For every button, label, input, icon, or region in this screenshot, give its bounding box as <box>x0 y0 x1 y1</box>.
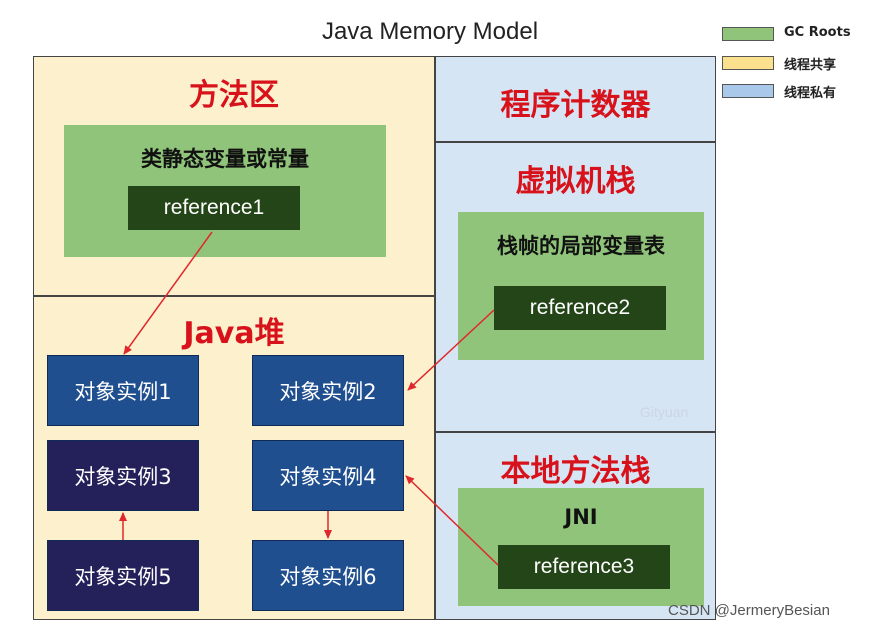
object-instance-4: 对象实例4 <box>252 440 404 511</box>
object-instance-1: 对象实例1 <box>47 355 199 426</box>
reference1-box: reference1 <box>128 186 300 230</box>
legend-swatch-thread-private <box>722 84 774 98</box>
object-instance-6: 对象实例6 <box>252 540 404 611</box>
object-instance-3: 对象实例3 <box>47 440 199 511</box>
legend-label-gc-roots: GC Roots <box>784 25 851 40</box>
jni-label: JNI <box>564 505 598 529</box>
vm-stack-heading: 虚拟机栈 <box>515 164 636 199</box>
reference2-box: reference2 <box>494 286 666 330</box>
legend-swatch-thread-shared <box>722 56 774 70</box>
object-instance-2: 对象实例2 <box>252 355 404 426</box>
legend: GC Roots 线程共享 线程私有 <box>722 24 872 104</box>
legend-label-thread-private: 线程私有 <box>784 86 837 101</box>
program-counter-region <box>435 56 716 142</box>
legend-swatch-gc-roots <box>722 27 774 41</box>
arrow-ref1-to-object1 <box>123 231 213 355</box>
arrow-ref3-to-object4 <box>405 475 499 566</box>
arrow-ref2-to-object2 <box>407 309 495 391</box>
diagram-title: Java Memory Model <box>321 18 539 45</box>
method-area-heading: 方法区 <box>189 78 279 113</box>
java-heap-heading: Java堆 <box>183 316 285 351</box>
static-vars-label: 类静态变量或常量 <box>141 147 309 171</box>
reference3-box: reference3 <box>498 545 670 589</box>
local-var-table-label: 栈帧的局部变量表 <box>497 234 665 258</box>
legend-label-thread-shared: 线程共享 <box>784 58 837 73</box>
object-instance-5: 对象实例5 <box>47 540 199 611</box>
csdn-credit: CSDN @JermeryBesian <box>668 602 830 619</box>
program-counter-heading: 程序计数器 <box>500 88 651 123</box>
native-stack-heading: 本地方法栈 <box>500 454 651 489</box>
gityuan-watermark: Gityuan <box>640 404 689 420</box>
